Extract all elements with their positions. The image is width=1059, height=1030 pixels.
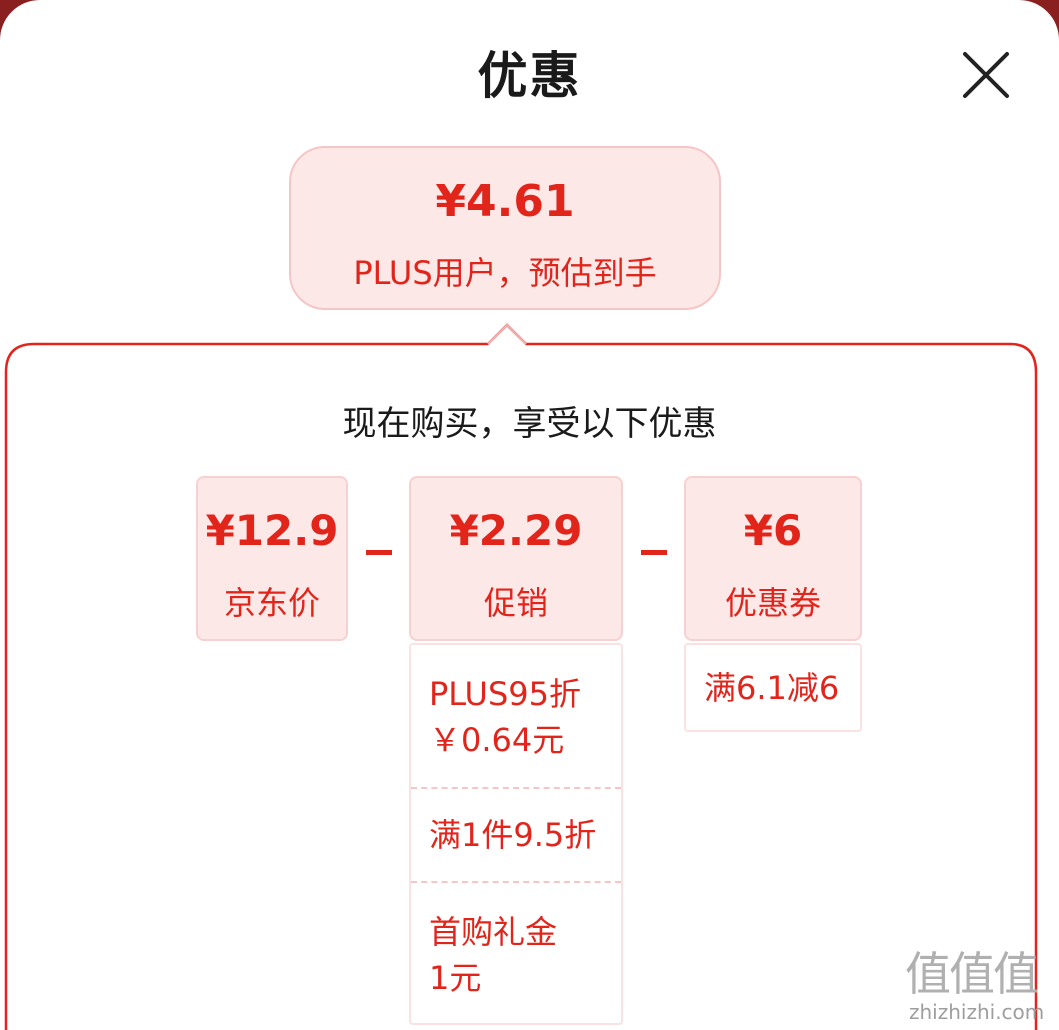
watermark-url: zhizhizhi.com [909,1000,1045,1024]
promotion-box: ¥2.29 促销 [409,476,623,641]
estimated-price-card: ¥4.61 PLUS用户，预估到手 [289,146,721,310]
promotion-detail-line: ￥0.64元 [429,721,565,759]
watermark-logo: 值值值 [905,947,1039,1001]
coupon-amount: ¥6 [743,506,803,555]
dashed-divider [411,881,621,883]
promotion-details: PLUS95折 ￥0.64元 满1件9.5折 首购礼金 1元 [409,643,623,1025]
coupon-detail-item: 满6.1减6 [704,665,850,711]
panel-subtitle: 现在购买，享受以下优惠 [342,404,717,444]
jd-price-box: ¥12.9 京东价 [196,476,348,641]
estimated-price-label: PLUS用户，预估到手 [353,254,657,292]
promotion-detail-item: 满1件9.5折 [429,812,611,858]
promotion-detail-line: 1元 [429,959,482,997]
promotion-detail-line: PLUS95折 [429,675,581,713]
jd-price-amount: ¥12.9 [205,506,339,555]
coupon-detail-line: 满6.1减6 [704,669,840,707]
minus-operator [366,550,392,555]
promotion-detail-item: PLUS95折 ￥0.64元 [429,671,611,763]
promotion-amount: ¥2.29 [449,506,583,555]
promotion-label: 促销 [483,584,548,622]
promotion-detail-line: 满1件9.5折 [429,816,597,854]
coupon-details: 满6.1减6 [684,643,862,732]
coupon-label: 优惠券 [724,584,821,622]
close-icon [963,52,1009,98]
promotion-detail-item: 首购礼金 1元 [429,909,611,1001]
minus-operator [641,550,667,555]
dashed-divider [411,787,621,789]
promotion-detail-line: 首购礼金 [429,913,558,951]
jd-price-label: 京东价 [223,584,320,622]
site-watermark: 值值值 zhizhizhi.com [905,948,1055,1028]
sheet-title: 优惠 [477,47,582,105]
estimated-price: ¥4.61 [435,176,575,227]
coupon-box: ¥6 优惠券 [684,476,862,641]
close-button[interactable] [955,44,1015,104]
